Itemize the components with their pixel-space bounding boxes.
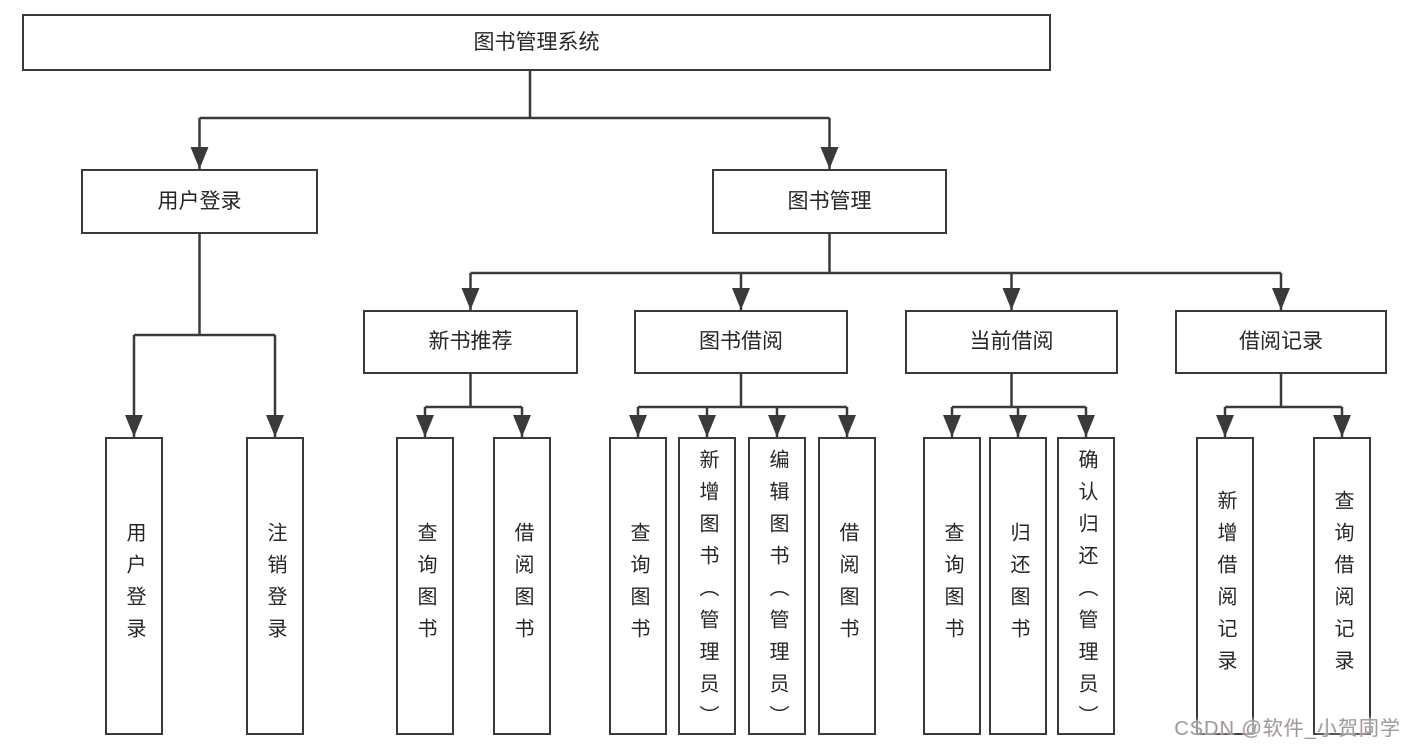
node-root: 图书管理系统	[22, 14, 1051, 71]
leaf-nb-query-book: 查询图书	[396, 437, 454, 735]
leaf-nb-borrow-book: 借阅图书	[493, 437, 551, 735]
csdn-watermark: CSDN @软件_小贺同学	[1174, 718, 1401, 740]
node-current-borrow: 当前借阅	[905, 310, 1118, 374]
connector-current-borrow-to-leaves	[952, 374, 1086, 409]
leaf-logout: 注销登录	[246, 437, 304, 735]
node-book-management: 图书管理	[712, 169, 947, 234]
leaf-user-login: 用户登录	[105, 437, 163, 735]
connector-root-to-level2	[199, 71, 830, 120]
connector-book-borrow-to-leaves	[638, 374, 847, 409]
connector-borrow-record-to-leaves	[1225, 374, 1342, 409]
leaf-bb-edit-book-admin: 编辑图书（管理员）	[748, 437, 806, 737]
leaf-br-add-record: 新增借阅记录	[1196, 437, 1254, 735]
leaf-cb-return-book: 归还图书	[989, 437, 1047, 735]
leaf-bb-query-book: 查询图书	[609, 437, 667, 735]
leaf-cb-confirm-return-admin: 确认归还（管理员）	[1057, 437, 1115, 737]
connector-user-login-to-leaves	[134, 234, 275, 337]
leaf-br-query-record: 查询借阅记录	[1313, 437, 1371, 735]
leaf-bb-borrow-book: 借阅图书	[818, 437, 876, 735]
node-user-login: 用户登录	[81, 169, 318, 234]
node-book-borrow: 图书借阅	[634, 310, 848, 374]
node-borrow-record: 借阅记录	[1175, 310, 1387, 374]
leaf-bb-add-book-admin: 新增图书（管理员）	[678, 437, 736, 737]
node-new-book-recommend: 新书推荐	[363, 310, 578, 374]
connector-book-management-to-level3	[470, 234, 1281, 275]
connector-new-book-to-leaves	[425, 374, 522, 409]
leaf-cb-query-book: 查询图书	[923, 437, 981, 735]
